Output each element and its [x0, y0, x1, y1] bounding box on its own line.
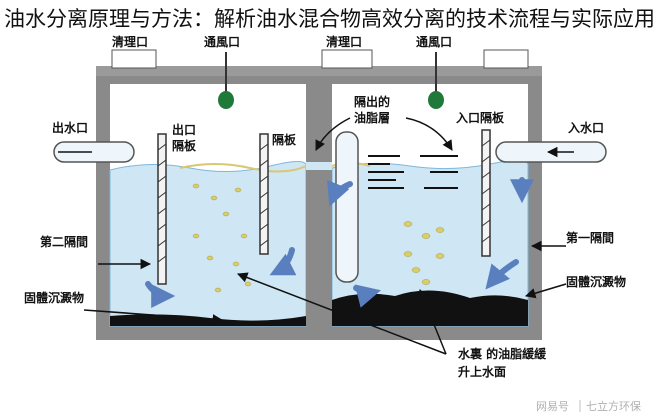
center-divider-wall — [306, 84, 332, 326]
outlet-label: 出水口 — [52, 120, 88, 135]
tank-lid — [96, 66, 542, 76]
flow-arrow-second-compartment — [269, 247, 297, 276]
vent-right-cap — [428, 91, 444, 109]
page-headline: 油水分离原理与方法：解析油水混合物高效分离的技术流程与实际应用 — [4, 7, 655, 31]
solids-right-label: 固體沉澱物 — [566, 274, 626, 289]
vent-right-label: 通風口 — [416, 34, 452, 49]
flow-arrow-first-compartment — [485, 259, 519, 290]
cleanout-left-cap — [111, 49, 157, 69]
top-fittings — [111, 49, 529, 109]
grease-layer-lines — [368, 155, 458, 189]
separated-grease-label-line1: 隔出的 — [354, 94, 390, 109]
outlet-baffle-label-line2: 隔板 — [172, 138, 197, 153]
vent-left-label: 通風口 — [204, 34, 240, 49]
transfer-opening — [306, 162, 332, 170]
leader-lines — [58, 117, 574, 355]
baffle-label: 隔板 — [272, 132, 297, 147]
flow-arrows — [145, 177, 534, 308]
cleanout-right-cap — [321, 49, 373, 69]
second-compartment-label: 第二隔間 — [40, 234, 88, 249]
solids-left-label: 固體沉澱物 — [24, 290, 84, 305]
grease-rising-label-line1: 水裏 的油脂緩緩 — [458, 346, 547, 361]
outlet-baffle-label-line1: 出口 — [172, 122, 196, 137]
sediment-layer — [110, 290, 528, 326]
watermark-source: 网易号 — [536, 400, 569, 413]
first-compartment-label: 第一隔間 — [566, 230, 614, 245]
cleanout-left-label: 清理口 — [112, 34, 148, 49]
flow-arrow-bottom-right — [353, 284, 381, 308]
inlet-baffle — [481, 129, 491, 257]
flow-arrow-bottom-left — [145, 281, 176, 308]
vent-left-cap — [218, 91, 234, 109]
grease-droplets — [192, 183, 445, 293]
watermark-author: 七立方环保 — [586, 399, 641, 413]
grease-rising-label-line2: 升上水面 — [458, 364, 506, 379]
flow-arrow-transfer — [327, 179, 353, 207]
middle-baffle — [259, 133, 269, 255]
cleanout-far-right-cap — [483, 49, 529, 69]
separated-grease-label-line2: 油脂層 — [354, 110, 390, 125]
outlet-pipe — [53, 141, 135, 163]
crossover-pipe — [335, 131, 359, 283]
inlet-baffle-label: 入口隔板 — [456, 110, 505, 125]
cleanout-right-label: 清理口 — [326, 34, 362, 49]
inlet-label: 入水口 — [568, 120, 604, 135]
